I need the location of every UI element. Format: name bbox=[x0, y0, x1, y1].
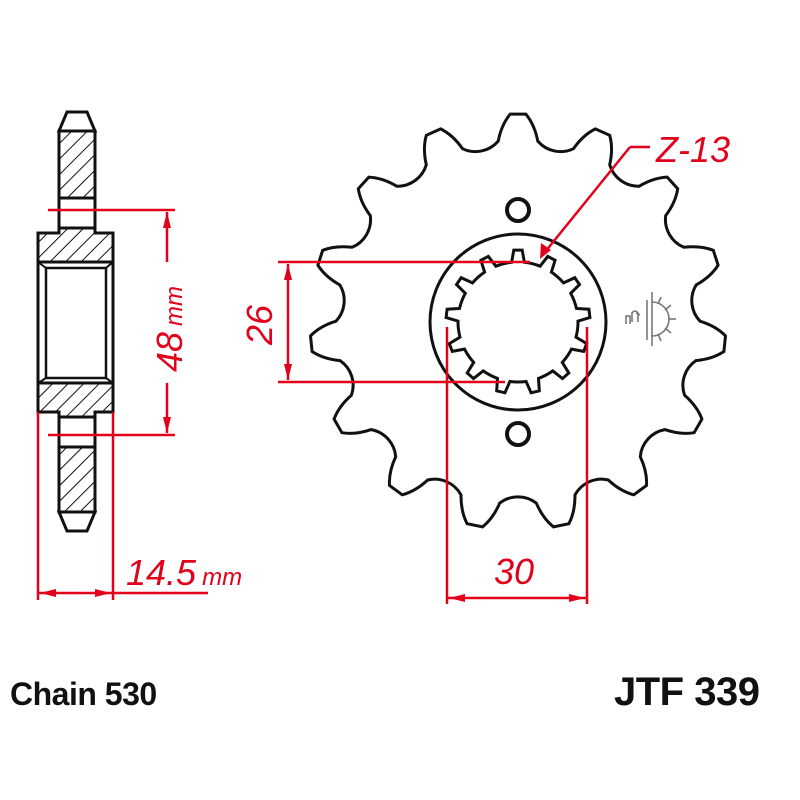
top-tooth-tip bbox=[56, 110, 98, 133]
part-number: JTF 339 bbox=[614, 670, 760, 714]
top-tooth-neck bbox=[57, 196, 97, 230]
spline-bore bbox=[444, 248, 592, 395]
spline-count-leader bbox=[540, 145, 650, 259]
chain-label: Chain 530 bbox=[10, 676, 157, 712]
dimension-48mm-label: 48mm bbox=[149, 286, 190, 372]
bottom-tooth-neck bbox=[57, 415, 97, 449]
dimension-26-label: 26 bbox=[239, 304, 280, 346]
top-tooth-hatch bbox=[57, 129, 97, 200]
dimension-48mm bbox=[48, 208, 175, 437]
dimension-30 bbox=[445, 327, 589, 604]
sprocket-front-view bbox=[308, 112, 728, 529]
hub-upper-flange bbox=[36, 226, 115, 264]
bottom-tooth-hatch bbox=[57, 445, 97, 514]
bolt-hole-bottom bbox=[505, 421, 531, 447]
dimension-26 bbox=[278, 260, 530, 384]
mounting-direction-symbol bbox=[625, 292, 676, 346]
hub-circle bbox=[428, 232, 608, 412]
sprocket-outline bbox=[308, 112, 728, 529]
hub-lower-flange bbox=[36, 381, 115, 419]
dimension-14-5mm bbox=[36, 412, 208, 600]
hub-bore bbox=[44, 266, 108, 380]
bottom-tooth-tip bbox=[56, 510, 98, 533]
spline-count-label: Z-13 bbox=[655, 129, 730, 170]
side-profile-view bbox=[36, 110, 115, 533]
bolt-hole-top bbox=[505, 197, 531, 223]
dimension-30-label: 30 bbox=[494, 551, 534, 592]
